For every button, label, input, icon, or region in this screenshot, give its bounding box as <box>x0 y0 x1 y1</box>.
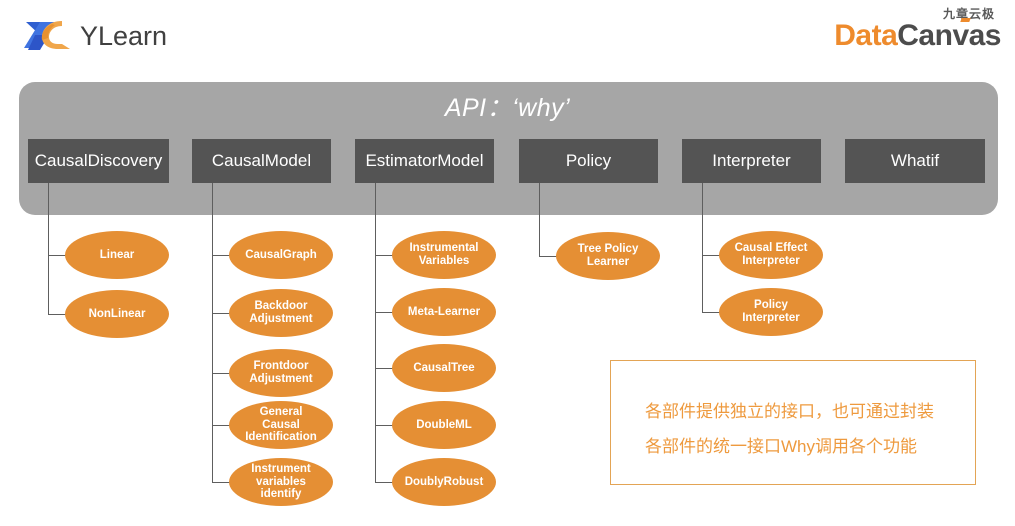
module-box-label: Policy <box>565 151 612 170</box>
node-label: DoublyRobust <box>404 475 484 488</box>
connector-branch-estimator-model-0 <box>375 255 404 256</box>
api-panel-title: API：‘why’ <box>444 94 571 122</box>
datacanvas-word-canvas: Canvas <box>897 18 1001 52</box>
connector-trunk-estimator-model <box>375 183 376 482</box>
node-nonlinear[interactable]: NonLinear <box>65 290 169 338</box>
connector-branch-causal-model-2 <box>212 373 241 374</box>
connector-trunk-policy <box>539 183 540 256</box>
connector-branch-causal-discovery-0 <box>48 255 77 256</box>
module-box-label: EstimatorModel <box>365 151 484 170</box>
module-box-causal-model[interactable]: CausalModel <box>192 139 331 183</box>
connector-trunk-interpreter <box>702 183 703 312</box>
datacanvas-accent-icon <box>960 18 971 22</box>
connector-branch-causal-model-3 <box>212 425 241 426</box>
note-line-1: 各部件提供独立的接口，也可通过封装 <box>645 402 934 421</box>
node-causalgraph[interactable]: CausalGraph <box>229 231 333 279</box>
connector-branch-estimator-model-2 <box>375 368 404 369</box>
connector-trunk-causal-discovery <box>48 183 49 314</box>
node-causaltree[interactable]: CausalTree <box>392 344 496 392</box>
connector-branch-causal-discovery-1 <box>48 314 77 315</box>
connector-branch-causal-model-1 <box>212 313 241 314</box>
module-box-policy[interactable]: Policy <box>519 139 658 183</box>
module-box-label: Whatif <box>890 151 940 170</box>
connector-branch-causal-model-4 <box>212 482 241 483</box>
connector-branch-estimator-model-3 <box>375 425 404 426</box>
note-box: 各部件提供独立的接口，也可通过封装 各部件的统一接口Why调用各个功能 <box>610 360 976 485</box>
connector-branch-interpreter-0 <box>702 255 731 256</box>
api-panel <box>19 82 998 215</box>
node-doubleml[interactable]: DoubleML <box>392 401 496 449</box>
node-meta-learner[interactable]: Meta-Learner <box>392 288 496 336</box>
connector-branch-estimator-model-1 <box>375 312 404 313</box>
node-label: Linear <box>99 248 135 261</box>
node-label: Meta-Learner <box>407 305 481 318</box>
datacanvas-chinese-name: 九章云极 <box>942 7 995 21</box>
connector-branch-estimator-model-4 <box>375 482 404 483</box>
node-doublyrobust[interactable]: DoublyRobust <box>392 458 496 506</box>
datacanvas-word-data: Data <box>834 19 898 52</box>
module-box-estimator-model[interactable]: EstimatorModel <box>355 139 494 183</box>
module-box-causal-discovery[interactable]: CausalDiscovery <box>28 139 169 183</box>
node-label: CausalGraph <box>245 248 317 261</box>
node-label: NonLinear <box>88 307 146 320</box>
ylearn-wordmark: YLearn <box>80 20 168 51</box>
connector-branch-policy-0 <box>539 256 568 257</box>
connector-branch-causal-model-0 <box>212 255 241 256</box>
ylearn-logo-icon <box>24 21 70 50</box>
note-line-2: 各部件的统一接口Why调用各个功能 <box>645 437 917 456</box>
connector-trunk-causal-model <box>212 183 213 482</box>
datacanvas-canvas-text: Canvas <box>897 19 1001 52</box>
ylearn-logo: YLearn <box>18 12 178 60</box>
module-box-label: CausalModel <box>211 151 312 170</box>
module-box-interpreter[interactable]: Interpreter <box>682 139 821 183</box>
connector-branch-interpreter-1 <box>702 312 731 313</box>
node-label: CausalTree <box>413 361 475 374</box>
module-box-whatif[interactable]: Whatif <box>845 139 985 183</box>
module-box-label: Interpreter <box>712 151 791 170</box>
module-box-label: CausalDiscovery <box>34 151 163 170</box>
node-linear[interactable]: Linear <box>65 231 169 279</box>
node-label: DoubleML <box>416 418 472 431</box>
